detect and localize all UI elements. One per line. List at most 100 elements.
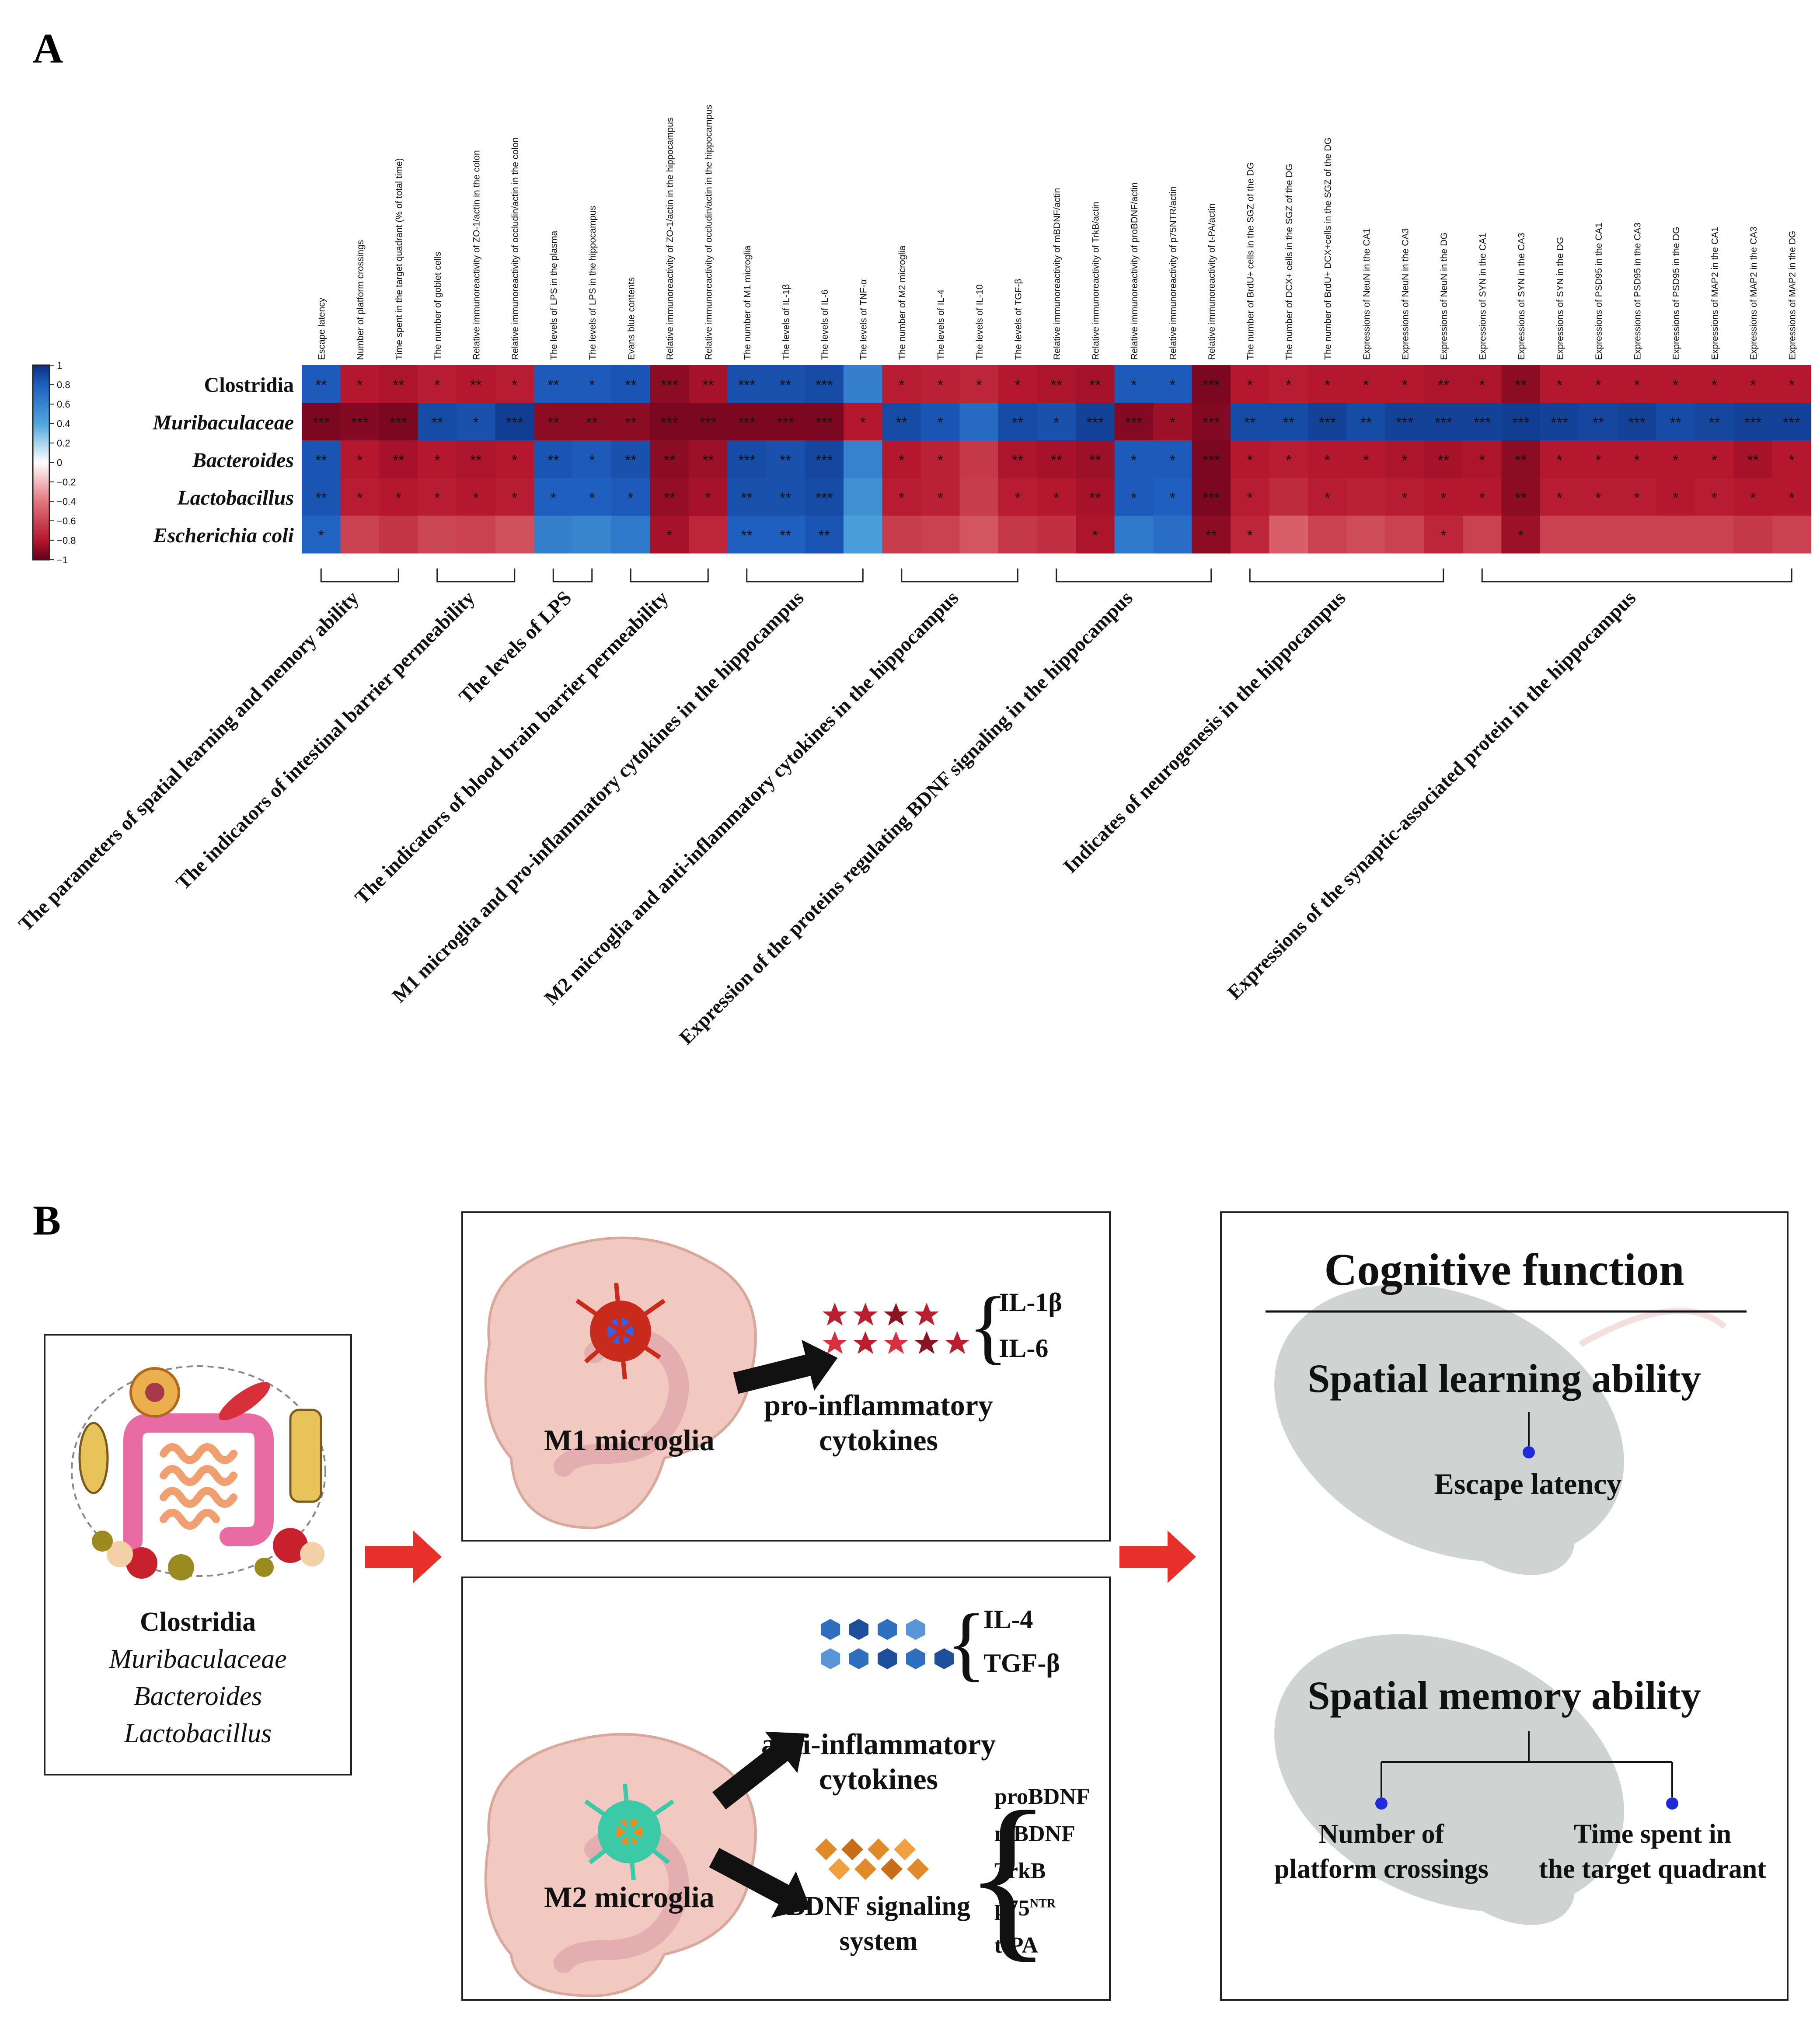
significance-mark: * [1750, 490, 1756, 506]
heatmap-cell [1579, 440, 1618, 478]
heatmap-cell [1308, 365, 1347, 403]
heatmap-cell [1695, 478, 1734, 516]
heatmap-cell [1153, 516, 1192, 554]
heatmap-cell [1579, 365, 1618, 403]
significance-mark: *** [1396, 415, 1413, 431]
heatmap-cell [921, 403, 960, 441]
target-quadrant-label-line2: the target quadrant [1538, 1854, 1767, 1884]
significance-mark: * [1595, 452, 1601, 469]
significance-mark: ** [1747, 452, 1759, 469]
bdnf-item-p75-text: p75 [994, 1896, 1030, 1921]
significance-mark: * [357, 377, 363, 394]
significance-mark: * [589, 490, 595, 506]
heatmap-cell [340, 440, 380, 478]
significance-mark: * [1131, 377, 1137, 394]
heatmap-cell [805, 365, 844, 403]
heatmap-cell [1540, 516, 1579, 554]
significance-mark: * [1634, 452, 1640, 469]
significance-mark: * [357, 452, 363, 469]
column-label: Expressions of SYN in the CA1 [1478, 233, 1488, 360]
heatmap-cell [379, 403, 418, 441]
heatmap-cell [418, 440, 457, 478]
brain-m1-illustration [484, 1236, 838, 1530]
significance-mark: * [1402, 452, 1408, 469]
heatmap-cell [921, 365, 960, 403]
significance-mark: ** [1438, 377, 1449, 394]
heatmap-cell [1656, 478, 1695, 516]
significance-mark: * [512, 377, 517, 394]
heatmap-cell [998, 440, 1038, 478]
significance-mark: * [1015, 490, 1021, 506]
heatmap-cell [1385, 440, 1425, 478]
heatmap-cell [379, 365, 418, 403]
heatmap-cell [1540, 440, 1579, 478]
heatmap-cell [805, 403, 844, 441]
heatmap-cell [1656, 365, 1695, 403]
heatmap-cell [611, 478, 651, 516]
bdnf-item-p75: p75NTR [994, 1895, 1056, 1921]
column-label: Relative immunoreactivity of occludin/ac… [510, 137, 520, 360]
significance-mark: ** [1360, 415, 1372, 431]
significance-mark: ** [702, 452, 714, 469]
heatmap-cell [1772, 478, 1812, 516]
heatmap-cell [959, 403, 999, 441]
column-label: Evans blue contents [626, 277, 636, 360]
group-bracket [436, 569, 516, 582]
significance-mark: ** [547, 452, 559, 469]
heatmap-cell [921, 516, 960, 554]
heatmap-cell [1772, 365, 1812, 403]
significance-mark: * [512, 452, 517, 469]
heatmap-cell [882, 440, 921, 478]
heatmap-cell [844, 403, 883, 441]
heatmap-cell [650, 440, 689, 478]
column-label: Expressions of NeuN in the CA3 [1400, 228, 1410, 360]
column-label: Relative immunoreactivity of ZO-1/actin … [665, 118, 675, 360]
significance-mark: ** [1708, 415, 1720, 431]
significance-mark: * [1479, 452, 1485, 469]
colorbar-tick-label: −0.8 [57, 535, 76, 546]
platform-crossings-label: Number of [1318, 1819, 1444, 1849]
heatmap-cell [302, 440, 341, 478]
heatmap-cell [1192, 365, 1231, 403]
significance-mark: ** [741, 490, 753, 506]
heatmap-cell [959, 440, 999, 478]
anti-inflammatory-label: anti-inflammatory [761, 1727, 996, 1761]
significance-mark: * [1325, 452, 1330, 469]
significance-mark: ** [315, 490, 327, 506]
gut-illustration [71, 1365, 326, 1580]
heatmap-cell [1037, 516, 1076, 554]
heatmap-cell [1114, 403, 1154, 441]
heatmap-cell [1463, 478, 1502, 516]
heatmap-cell [457, 440, 496, 478]
bacteria-clostridia: Clostridia [139, 1607, 256, 1637]
heatmap-cell [418, 365, 457, 403]
heatmap-cell [1308, 516, 1347, 554]
significance-mark: * [1170, 377, 1175, 394]
significance-mark: * [976, 377, 982, 394]
heatmap-cell [495, 365, 534, 403]
significance-mark: * [1170, 452, 1175, 469]
significance-mark: * [705, 490, 711, 506]
m2-microglia-box: { IL-4 TGF-β anti-inflammatory cytokines… [461, 1577, 1111, 2001]
significance-mark: * [628, 490, 634, 506]
significance-mark: ** [393, 452, 404, 469]
significance-mark: *** [777, 415, 794, 431]
significance-mark: * [1557, 452, 1562, 469]
significance-mark: ** [780, 527, 791, 544]
significance-mark: * [1673, 490, 1678, 506]
significance-mark: * [1440, 490, 1446, 506]
heatmap-cell [1153, 365, 1192, 403]
heatmap-cell [1695, 516, 1734, 554]
significance-mark: *** [738, 415, 756, 431]
heatmap-cell [1424, 516, 1463, 554]
significance-mark: ** [1206, 527, 1217, 544]
significance-mark: * [899, 490, 904, 506]
arrow-gut-to-brain-icon [365, 1531, 442, 1583]
heatmap-cell [534, 365, 573, 403]
significance-mark: * [1750, 377, 1756, 394]
column-label: Relative immunoreactivity of TrkB/actin [1091, 202, 1101, 360]
significance-mark: * [589, 452, 595, 469]
heatmap-cell [1346, 403, 1386, 441]
significance-mark: ** [470, 452, 481, 469]
heatmap-cell [1618, 440, 1657, 478]
